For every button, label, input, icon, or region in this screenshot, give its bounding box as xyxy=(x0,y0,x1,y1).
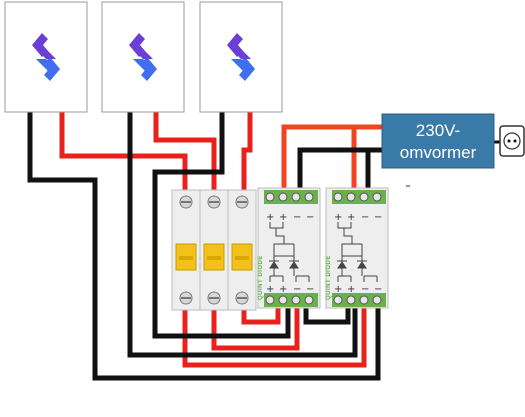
terminal-top-2: + xyxy=(279,212,287,223)
terminal-top-3: − xyxy=(293,212,301,223)
terminal-bottom-3: − xyxy=(361,284,369,295)
terminal-top-1: + xyxy=(266,212,274,223)
diode-schematic xyxy=(269,222,310,282)
diode-module-2: + + − − QUINT DIODE + + − − xyxy=(325,187,389,309)
terminal-top-1: + xyxy=(334,212,342,223)
converter-label-line2: omvormer xyxy=(400,143,477,162)
terminal-bottom-4: − xyxy=(374,284,382,295)
terminal-top-3: − xyxy=(361,212,369,223)
enclosure-2 xyxy=(101,1,185,113)
terminal-bottom-3: − xyxy=(293,284,301,295)
terminal-bottom-2: + xyxy=(279,284,287,295)
power-outlet-icon xyxy=(499,125,525,157)
stacked-chevron-logo-icon xyxy=(227,33,255,81)
terminal-bottom-4: − xyxy=(306,284,314,295)
module-label: QUINT DIODE xyxy=(258,255,264,300)
diode-schematic xyxy=(337,222,378,282)
enclosure-3 xyxy=(199,1,283,113)
stacked-chevron-logo-icon xyxy=(129,33,157,81)
diode-module-1: + + − − QUINT DIODE + + − − xyxy=(257,187,321,309)
breaker-1 xyxy=(171,189,201,311)
terminal-bottom-1: + xyxy=(266,284,274,295)
module-label: QUINT DIODE xyxy=(326,255,332,300)
wire-converter-positive xyxy=(281,124,387,189)
converter-box: 230V- omvormer xyxy=(381,113,495,169)
terminal-top-4: − xyxy=(306,212,314,223)
wire-negative-1 xyxy=(27,109,381,381)
wire-negative-3 xyxy=(152,109,291,339)
circuit-breakers xyxy=(171,189,257,311)
enclosure-1 xyxy=(4,1,88,113)
converter-label-line1: 230V- xyxy=(416,121,460,140)
wire-negative-2 xyxy=(127,109,358,358)
wire-module-link xyxy=(303,297,351,325)
breaker-3 xyxy=(227,189,257,311)
breaker-2 xyxy=(199,189,229,311)
terminal-bottom-1: + xyxy=(334,284,342,295)
stacked-chevron-logo-icon xyxy=(32,33,60,81)
terminal-top-4: − xyxy=(374,212,382,223)
wire-converter-negative xyxy=(297,147,387,189)
terminal-bottom-2: + xyxy=(347,284,355,295)
terminal-top-2: + xyxy=(347,212,355,223)
